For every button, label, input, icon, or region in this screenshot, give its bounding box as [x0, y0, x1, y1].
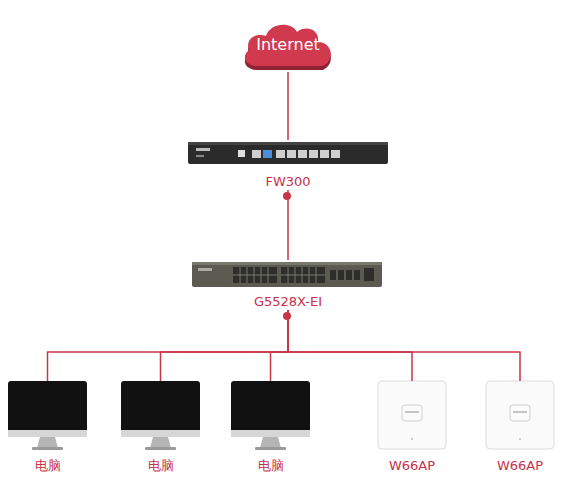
device-label: W66AP [460, 458, 563, 474]
ap-node: W66AP [372, 381, 452, 474]
ap-led [411, 438, 413, 440]
monitor-base [255, 447, 286, 450]
monitor-stand [37, 437, 58, 448]
ap-icon [486, 381, 554, 449]
ap-body [486, 381, 554, 449]
device-label: W66AP [352, 458, 472, 474]
network-link [288, 310, 412, 381]
switch-node: G5528X-EI [190, 260, 386, 310]
firewall-body [188, 142, 388, 164]
switch-top [192, 262, 382, 265]
monitor-base [32, 447, 63, 450]
firewall-port [298, 150, 307, 158]
switch-sfp [346, 270, 352, 280]
switch-body [192, 262, 382, 287]
firewall-port [331, 150, 340, 158]
ap-logo [402, 405, 422, 421]
ap-node: W66AP [480, 381, 560, 474]
monitor-chin [8, 430, 87, 437]
pc-node: 电脑 [5, 381, 90, 474]
firewall-logo [196, 148, 210, 151]
junction-dot [283, 192, 291, 200]
firewall-port [276, 150, 285, 158]
device-label: FW300 [166, 174, 410, 190]
firewall-port [263, 150, 272, 158]
network-link [287, 190, 289, 260]
ap-body [378, 381, 446, 449]
internet-cloud: Internet [238, 22, 338, 72]
monitor-chin [231, 430, 310, 437]
firewall-node: FW300 [186, 140, 390, 190]
switch-device [192, 262, 382, 287]
network-link [161, 310, 289, 381]
device-label: 电脑 [208, 458, 333, 474]
ap-logo [510, 405, 530, 421]
switch-console [364, 268, 374, 281]
firewall-port [238, 150, 245, 157]
firewall-port [320, 150, 329, 158]
firewall-port [252, 150, 261, 158]
device-label: 电脑 [98, 458, 223, 474]
firewall-device [188, 142, 388, 164]
cloud-label: Internet [218, 35, 358, 55]
network-link [48, 310, 289, 381]
monitor-icon [231, 381, 310, 450]
pc-node: 电脑 [228, 381, 313, 474]
monitor-stand [260, 437, 281, 448]
monitor-icon [8, 381, 87, 450]
switch-sfp [354, 270, 360, 280]
network-link [271, 310, 289, 381]
network-link [287, 72, 289, 140]
ap-icon [378, 381, 446, 449]
monitor-icon [121, 381, 200, 450]
monitor-screen [231, 381, 310, 436]
firewall-port [287, 150, 296, 158]
firewall-top [188, 142, 388, 145]
junction-dot [283, 312, 291, 320]
switch-port-grid [233, 267, 325, 283]
switch-sfp [338, 270, 344, 280]
monitor-screen [8, 381, 87, 436]
ap-led [519, 438, 521, 440]
pc-node: 电脑 [118, 381, 203, 474]
monitor-stand [150, 437, 171, 448]
monitor-base [145, 447, 176, 450]
network-link [288, 310, 520, 381]
ap-mark [405, 411, 419, 413]
monitor-screen [121, 381, 200, 436]
ap-mark [513, 411, 527, 413]
device-label: G5528X-EI [170, 294, 406, 310]
switch-sfp [330, 270, 336, 280]
monitor-chin [121, 430, 200, 437]
switch-logo [198, 268, 212, 271]
firewall-led [196, 155, 204, 157]
device-label: 电脑 [0, 458, 110, 474]
firewall-port [309, 150, 318, 158]
